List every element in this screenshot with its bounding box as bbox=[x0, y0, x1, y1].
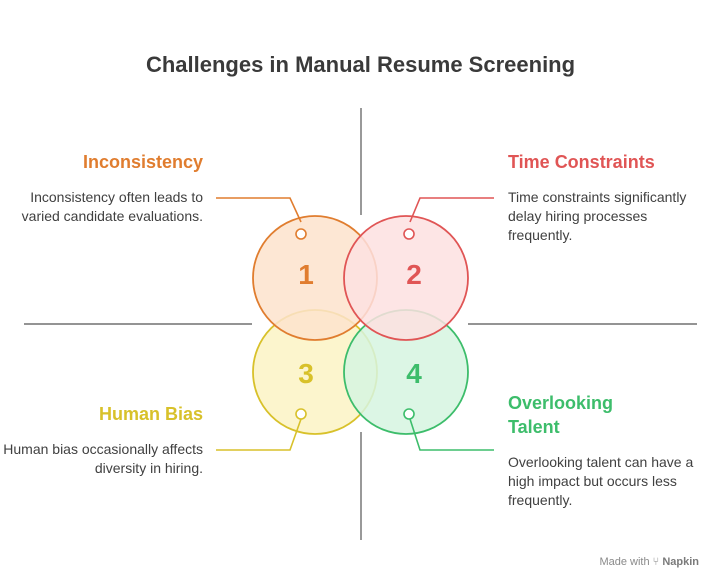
heading-time-constraints: Time Constraints bbox=[508, 152, 655, 172]
connector-4 bbox=[409, 418, 494, 451]
connector-dot-4 bbox=[403, 408, 415, 420]
heading-human-bias: Human Bias bbox=[98, 404, 203, 424]
circle-2 bbox=[343, 215, 469, 341]
connector-dot-3 bbox=[295, 408, 307, 420]
connector-2 bbox=[409, 197, 494, 223]
page-title: Challenges in Manual Resume Screening bbox=[145, 52, 576, 77]
napkin-icon: ⑂ bbox=[652, 556, 660, 568]
number-4: 4 bbox=[406, 358, 422, 389]
connector-1 bbox=[216, 197, 302, 223]
number-2: 2 bbox=[406, 259, 422, 290]
footer-brand: Napkin bbox=[662, 556, 699, 568]
number-1: 1 bbox=[298, 259, 314, 290]
description-inconsistency: Inconsistency often leads to varied cand… bbox=[21, 189, 203, 224]
description-overlooking-talent: Overlooking talent can have a high impac… bbox=[508, 454, 694, 508]
number-3: 3 bbox=[298, 358, 314, 389]
description-human-bias: Human bias occasionally affects diversit… bbox=[3, 441, 203, 476]
connector-dot-2 bbox=[403, 228, 415, 240]
heading-inconsistency: Inconsistency bbox=[82, 152, 203, 172]
description-time-constraints: Time constraints significantly delay hir… bbox=[508, 189, 687, 243]
heading-overlooking-talent: Overlooking Talent bbox=[508, 393, 614, 437]
connector-3 bbox=[216, 418, 302, 451]
connector-dot-1 bbox=[295, 228, 307, 240]
footer-credit: Made with ⑂ Napkin bbox=[599, 556, 699, 568]
footer-prefix: Made with bbox=[599, 556, 650, 568]
